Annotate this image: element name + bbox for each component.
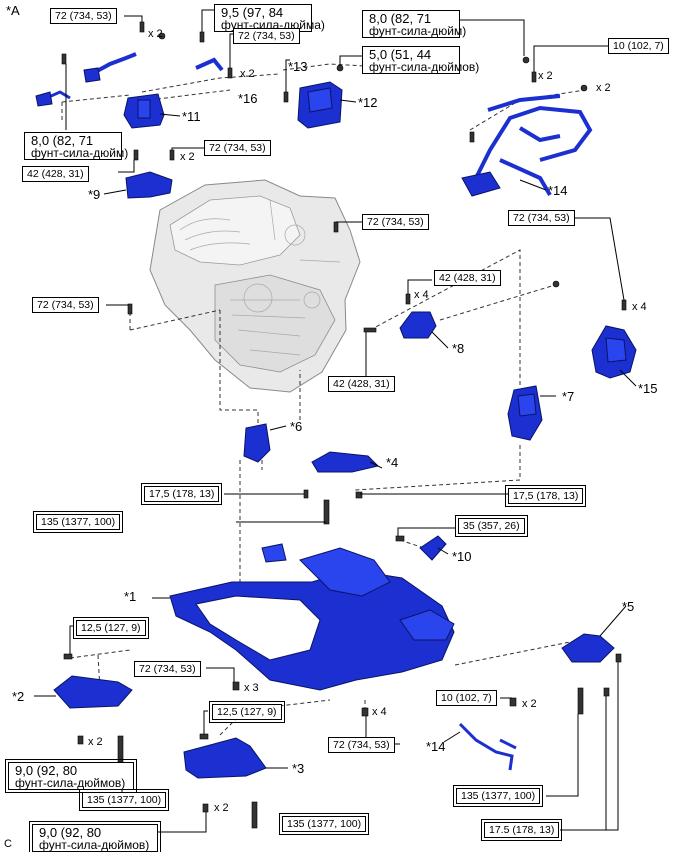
torque-label: 42 (428, 31) — [434, 270, 501, 286]
part-4-bracket — [311, 451, 379, 473]
part-5-bracket — [561, 633, 615, 663]
part-callout: *15 — [638, 381, 658, 396]
part-callout: *9 — [88, 187, 101, 202]
torque-label: 72 (734, 53) — [362, 214, 429, 230]
part-3-bracket — [183, 737, 267, 779]
torque-label: 72 (734, 53) — [32, 297, 99, 313]
torque-label: 72 (734, 53) — [134, 661, 201, 677]
torque-unit: фунт-сила-дюймов) — [39, 838, 150, 852]
quantity-label: x 2 — [240, 68, 255, 80]
torque-value: 9,0 (92, 80 — [15, 763, 78, 778]
torque-label: 12,5 (127, 9) — [73, 617, 149, 639]
part-14-connector — [461, 171, 501, 197]
quantity-label: x 2 — [522, 698, 537, 710]
part-10-bracket — [419, 535, 447, 561]
quantity-label: x 2 — [180, 151, 195, 163]
wire-harness-top-left — [35, 52, 137, 107]
corner-label: C — [4, 838, 12, 850]
part-callout: *8 — [452, 341, 465, 356]
torque-label: 12,5 (127, 9) — [209, 701, 285, 723]
quantity-label: x 2 — [148, 28, 163, 40]
part-callout: *13 — [288, 59, 308, 74]
leader-lines — [34, 9, 637, 833]
part-15-bracket — [591, 325, 637, 379]
part-callout: *4 — [386, 455, 399, 470]
part-12-ecu-bracket — [297, 81, 343, 129]
part-7-mount — [507, 385, 543, 441]
torque-label: 35 (357, 26) — [455, 515, 528, 537]
part-callout: *11 — [182, 109, 201, 124]
quantity-label: x 2 — [538, 70, 553, 82]
torque-label: 5,0 (51, 44 фунт-сила-дюймов) — [362, 46, 480, 74]
torque-label: 72 (734, 53) — [328, 737, 395, 753]
torque-label: 72 (734, 53) — [233, 28, 300, 44]
torque-label: 17.5 (178, 13) — [480, 819, 563, 841]
torque-label: 72 (734, 53) — [204, 140, 271, 156]
torque-label: 135 (1377, 100) — [452, 785, 544, 807]
part-callout: *6 — [290, 419, 303, 434]
part-14-harness-upper — [468, 94, 593, 197]
torque-label: 9,0 (92, 80 фунт-сила-дюймов) — [29, 821, 161, 852]
quantity-label: x 2 — [214, 802, 229, 814]
torque-label: 72 (734, 53) — [508, 210, 575, 226]
torque-value: 9,5 (97, 84 — [221, 5, 284, 20]
view-label: *A — [6, 3, 20, 18]
torque-label: 10 (102, 7) — [608, 38, 669, 54]
torque-label: 135 (1377, 100) — [278, 813, 370, 835]
part-callout: *16 — [238, 91, 258, 106]
part-callout: *5 — [622, 599, 635, 614]
torque-label: 17,5 (178, 13) — [140, 483, 223, 505]
quantity-label: x 4 — [372, 706, 387, 718]
part-callout: *3 — [292, 761, 305, 776]
torque-label: 8,0 (82, 71 фунт-сила-дюйм) — [24, 132, 129, 160]
quantity-label: x 3 — [244, 682, 259, 694]
torque-value: 5,0 (51, 44 — [369, 47, 432, 62]
torque-value: 9,0 (92, 80 — [39, 825, 102, 840]
torque-unit: фунт-сила-дюйм) — [369, 24, 467, 38]
bolts — [61, 21, 627, 829]
torque-unit: фунт-сила-дюймов) — [369, 60, 480, 74]
part-callout: *2 — [12, 689, 25, 704]
torque-label: 8,0 (82, 71 фунт-сила-дюйм) — [362, 10, 467, 38]
part-2-bracket — [53, 675, 133, 709]
quantity-label: x 2 — [596, 82, 611, 94]
torque-label: 10 (102, 7) — [436, 690, 497, 706]
part-9-bracket — [125, 171, 173, 199]
torque-label: 135 (1377, 100) — [32, 511, 124, 533]
torque-value: 8,0 (82, 71 — [31, 133, 94, 148]
part-16 — [195, 57, 224, 72]
engine-illustration — [149, 179, 361, 393]
quantity-label: x 2 — [88, 736, 103, 748]
part-callout: *7 — [562, 389, 575, 404]
quantity-label: x 4 — [414, 289, 429, 301]
part-11-bracket — [123, 93, 165, 129]
part-1-subframe — [169, 543, 455, 691]
torque-label: 72 (734, 53) — [50, 8, 117, 24]
part-callout: *1 — [124, 589, 137, 604]
part-callout: *14 — [426, 739, 446, 754]
torque-unit: фунт-сила-дюймов) — [15, 776, 126, 790]
quantity-label: x 4 — [632, 301, 647, 313]
part-callout: *12 — [358, 95, 378, 110]
part-callout: *10 — [452, 549, 472, 564]
torque-label: 135 (1377, 100) — [78, 789, 170, 811]
torque-label: 42 (428, 31) — [22, 166, 89, 182]
part-6-mount — [243, 423, 271, 463]
torque-label: 17,5 (178, 13) — [504, 485, 587, 507]
torque-unit: фунт-сила-дюйм) — [31, 146, 129, 160]
torque-label: 42 (428, 31) — [328, 376, 395, 392]
torque-value: 8,0 (82, 71 — [369, 11, 432, 26]
part-8-mount — [399, 311, 437, 339]
part-callout: *14 — [548, 183, 568, 198]
part-14-harness-lower — [458, 722, 517, 771]
torque-label: 9,0 (92, 80 фунт-сила-дюймов) — [5, 759, 137, 793]
